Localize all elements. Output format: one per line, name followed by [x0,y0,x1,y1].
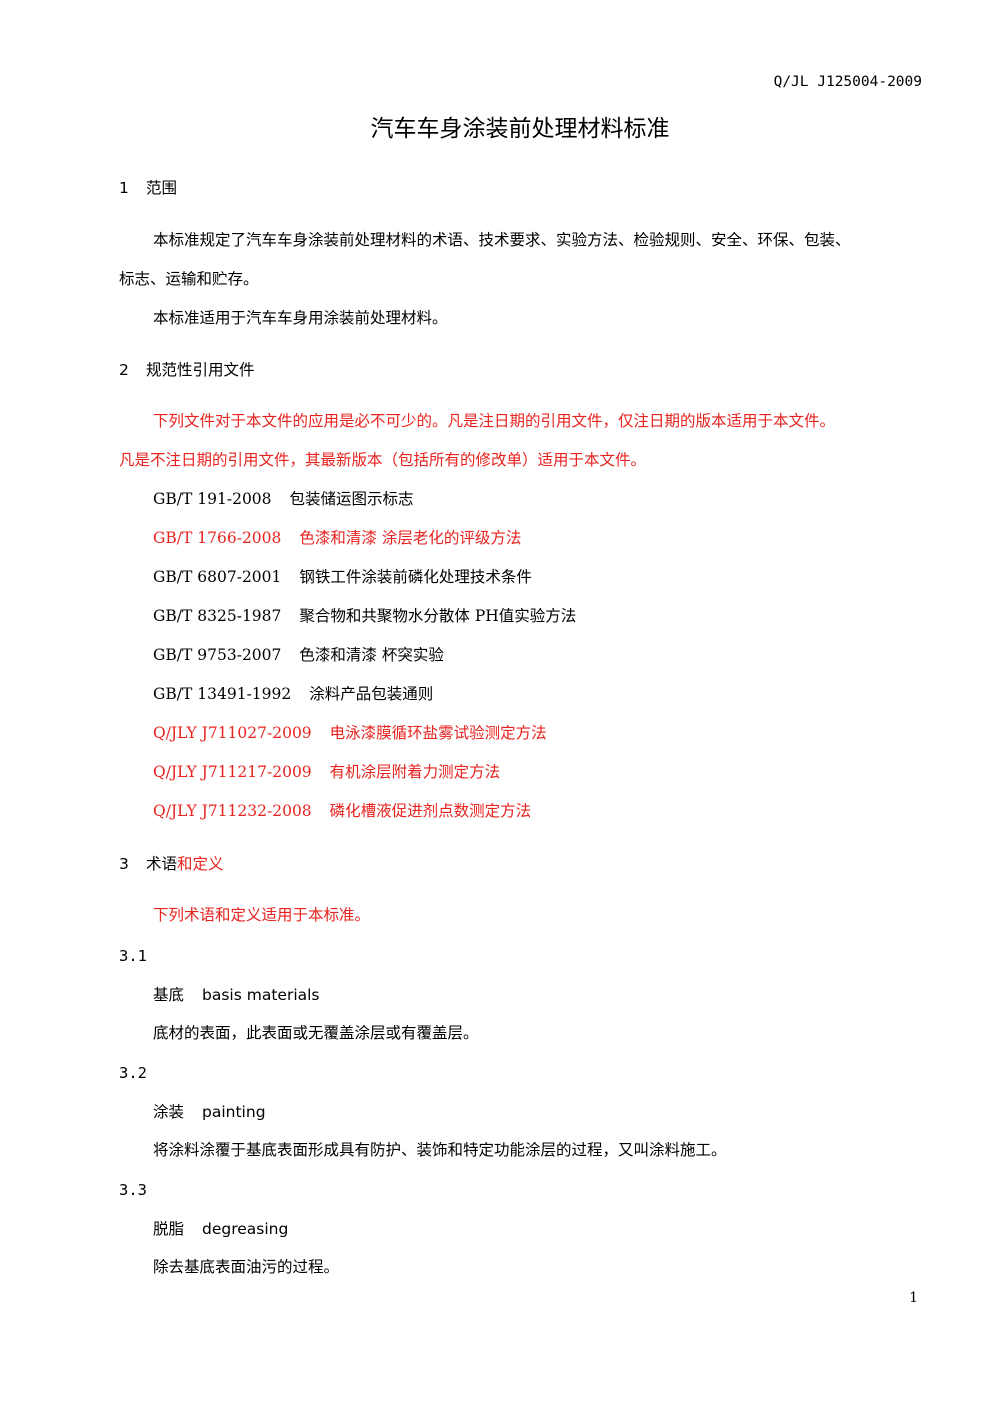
section-1-heading: 1 范围 [119,179,178,197]
term-cn: 基底 [153,986,185,1004]
reference-code: GB/T 6807-2001 [153,568,282,586]
reference-item: Q/JLY J711217-2009 有机涂层附着力测定方法 [153,763,501,781]
reference-title: 色漆和清漆 杯突实验 [299,646,444,664]
section-2-heading: 2 规范性引用文件 [119,361,255,379]
reference-item: GB/T 9753-2007 色漆和清漆 杯突实验 [153,646,444,664]
reference-item: Q/JLY J711027-2009 电泳漆膜循环盐雾试验测定方法 [153,724,547,742]
reference-title: 色漆和清漆 涂层老化的评级方法 [299,529,522,547]
term-en: degreasing [202,1220,289,1238]
section-number: 2 [119,361,129,379]
reference-title: 电泳漆膜循环盐雾试验测定方法 [329,724,547,742]
section-3-heading: 3 术语和定义 [119,855,224,873]
page-number: 1 [909,1290,918,1306]
term-number: 3.3 [119,1181,147,1199]
reference-code: Q/JLY J711027-2009 [153,724,312,742]
section-title: 规范性引用文件 [146,361,255,379]
reference-code: GB/T 13491-1992 [153,685,292,703]
references-intro-line-1: 下列文件对于本文件的应用是必不可少的。凡是注日期的引用文件，仅注日期的版本适用于… [153,412,836,430]
scope-paragraph-line-2: 标志、运输和贮存。 [119,270,259,288]
term-en: painting [202,1103,266,1121]
term-heading: 基底 basis materials [153,986,320,1004]
term-heading: 脱脂 degreasing [153,1220,289,1238]
reference-title: 钢铁工件涂装前磷化处理技术条件 [299,568,532,586]
section-number: 1 [119,179,129,197]
term-definition: 将涂料涂覆于基底表面形成具有防护、装饰和特定功能涂层的过程，又叫涂料施工。 [153,1141,727,1159]
reference-title: 有机涂层附着力测定方法 [329,763,501,781]
reference-item: GB/T 6807-2001 钢铁工件涂装前磷化处理技术条件 [153,568,532,586]
term-definition: 底材的表面，此表面或无覆盖涂层或有覆盖层。 [153,1024,479,1042]
term-heading: 涂装 painting [153,1103,266,1121]
scope-paragraph-line-1: 本标准规定了汽车车身涂装前处理材料的术语、技术要求、实验方法、检验规则、安全、环… [153,231,851,249]
reference-item: GB/T 8325-1987 聚合物和共聚物水分散体 PH值实验方法 [153,607,577,625]
section-number: 3 [119,855,129,873]
reference-item: GB/T 13491-1992 涂料产品包装通则 [153,685,434,703]
reference-code: GB/T 9753-2007 [153,646,282,664]
section-title-highlight: 和定义 [177,855,224,873]
reference-title: 涂料产品包装通则 [309,685,434,703]
reference-item: GB/T 1766-2008 色漆和清漆 涂层老化的评级方法 [153,529,522,547]
term-en: basis materials [202,986,320,1004]
references-intro-line-2: 凡是不注日期的引用文件，其最新版本（包括所有的修改单）适用于本文件。 [119,451,647,469]
term-cn: 涂装 [153,1103,185,1121]
reference-title: 聚合物和共聚物水分散体 PH值实验方法 [299,607,577,625]
reference-code: Q/JLY J711232-2008 [153,802,312,820]
reference-code: Q/JLY J711217-2009 [153,763,312,781]
section-title: 术语 [146,855,178,873]
reference-title: 包装储运图示标志 [289,490,414,508]
document-title: 汽车车身涂装前处理材料标准 [370,116,670,142]
scope-paragraph-2: 本标准适用于汽车车身用涂装前处理材料。 [153,309,448,327]
reference-title: 磷化槽液促进剂点数测定方法 [329,802,532,820]
term-number: 3.1 [119,947,147,965]
section-title: 范围 [146,179,178,197]
reference-code: GB/T 8325-1987 [153,607,282,625]
term-cn: 脱脂 [153,1220,185,1238]
term-number: 3.2 [119,1064,147,1082]
document-code: Q/JL J125004-2009 [773,74,922,90]
term-definition: 除去基底表面油污的过程。 [153,1258,340,1276]
terms-intro: 下列术语和定义适用于本标准。 [153,906,371,924]
reference-item: Q/JLY J711232-2008 磷化槽液促进剂点数测定方法 [153,802,532,820]
reference-code: GB/T 1766-2008 [153,529,282,547]
reference-item: GB/T 191-2008 包装储运图示标志 [153,490,414,508]
reference-code: GB/T 191-2008 [153,490,272,508]
